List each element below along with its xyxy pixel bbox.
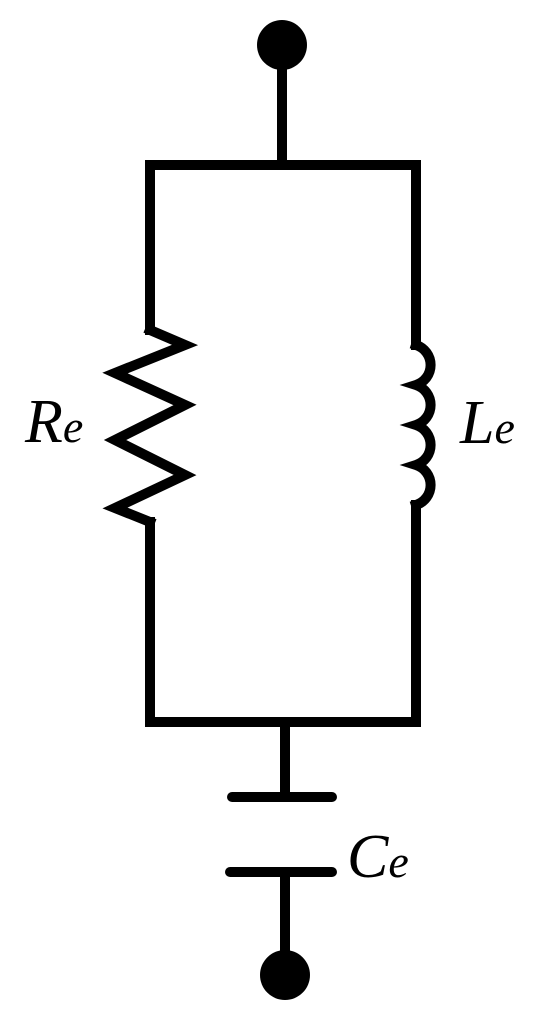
- resistor-label-main: R: [24, 388, 63, 456]
- capacitor-label-subscript: e: [388, 836, 408, 887]
- bottom-terminal-dot: [260, 950, 310, 1000]
- resistor-symbol: [102, 323, 199, 529]
- inductor-label-subscript: e: [494, 402, 514, 453]
- inductor-label: Le: [459, 389, 515, 457]
- resistor-label-subscript: e: [63, 401, 83, 452]
- capacitor-label: Ce: [347, 823, 409, 891]
- inductor-label-main: L: [459, 389, 494, 457]
- capacitor-label-main: C: [347, 823, 389, 891]
- inductor-symbol: [399, 338, 436, 512]
- resistor-label: Re: [24, 388, 83, 456]
